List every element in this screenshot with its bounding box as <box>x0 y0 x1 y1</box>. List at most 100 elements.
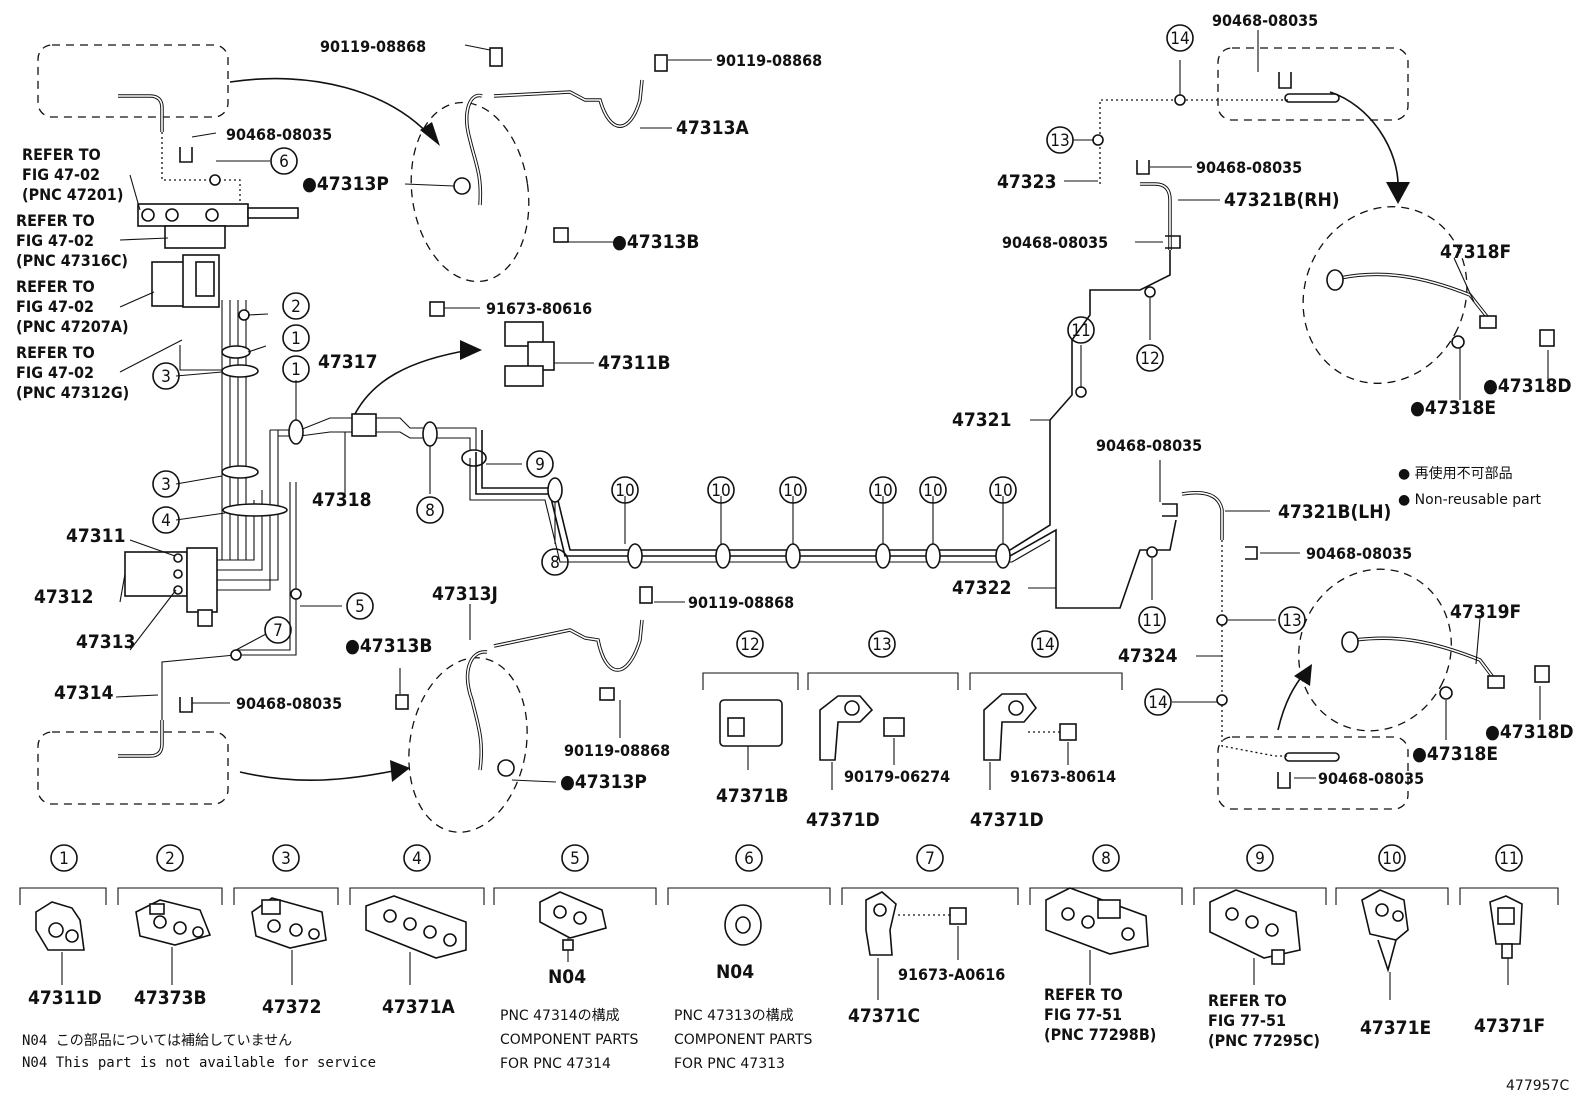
footnote-english: N04 This part is not available for servi… <box>22 1055 376 1071</box>
master-cylinder-block <box>124 203 299 627</box>
label-47318E-bottom: ●47318E <box>1412 743 1498 765</box>
detail-num-6: 6 <box>744 849 754 869</box>
detail-5-note-2: COMPONENT PARTS <box>500 1032 639 1048</box>
label-47311B: 47311B <box>598 352 671 374</box>
detail-10-part: 47371E <box>1360 1017 1431 1039</box>
label-47318D-top: ●47318D <box>1483 375 1572 397</box>
detail-1-part: 47311D <box>28 987 102 1009</box>
label-47314: 47314 <box>54 682 114 704</box>
callout-2: 2 <box>291 297 301 317</box>
label-47318F: 47318F <box>1440 241 1511 263</box>
callout-3b: 3 <box>161 475 171 495</box>
leader-lines <box>115 30 1549 783</box>
callout-13a: 13 <box>1050 131 1069 151</box>
label-47313P-bottom: ●47313P <box>560 771 647 793</box>
detail-9-refer-3: (PNC 77295C) <box>1208 1031 1320 1050</box>
outline-hoses <box>118 93 1340 762</box>
label-47313B-top: ●47313B <box>612 231 699 253</box>
callout-12: 12 <box>1140 349 1159 369</box>
label-47318D-bottom: ●47318D <box>1485 721 1574 743</box>
refer-note-3-line1: REFER TO <box>16 277 95 296</box>
right-rear-tubes <box>1092 94 1290 757</box>
refer-note-2-line2: FIG 47-02 <box>16 231 94 250</box>
label-47312: 47312 <box>34 586 93 608</box>
callout-14a: 14 <box>1170 29 1189 49</box>
label-47313B-bottom: ●47313B <box>345 635 432 657</box>
part-labels: 90119-08868 90119-08868 47313A ●47313P ●… <box>16 11 1574 793</box>
label-47318: 47318 <box>312 489 371 511</box>
callout-5: 5 <box>355 597 365 617</box>
label-90119-top-left: 90119-08868 <box>320 37 426 56</box>
label-91673-80614: 91673-80614 <box>1010 767 1116 786</box>
detail-7-bolt: 91673-A0616 <box>898 965 1005 984</box>
bottom-detail-row: 1 2 3 4 5 6 7 8 9 10 11 N04 N04 <box>19 844 1569 1094</box>
label-47313J: 47313J <box>432 583 498 605</box>
label-47313P-top: ●47313P <box>302 173 389 195</box>
u-clip-icons <box>179 72 1292 789</box>
callout-10f: 10 <box>993 481 1012 501</box>
detail-8-refer-3: (PNC 77298B) <box>1044 1025 1156 1044</box>
callout-10e: 10 <box>923 481 942 501</box>
detail-11-part: 47371F <box>1474 1015 1545 1037</box>
label-47322: 47322 <box>952 577 1011 599</box>
detail-7-part: 47371C <box>848 1005 920 1027</box>
detail-callout-12: 12 <box>740 635 759 655</box>
detail-4-part: 47371A <box>382 996 455 1018</box>
label-47371D-a: 47371D <box>806 809 880 831</box>
callout-7: 7 <box>273 621 283 641</box>
detail-5-note-1: PNC 47314の構成 <box>500 1008 620 1024</box>
detail-2-part: 47373B <box>134 987 207 1009</box>
callout-10d: 10 <box>873 481 892 501</box>
label-91673-80616: 91673-80616 <box>486 299 592 318</box>
legend-japanese: ● 再使用不可部品 <box>1398 465 1513 482</box>
detail-num-4: 4 <box>412 849 422 869</box>
refer-note-3-line2: FIG 47-02 <box>16 297 94 316</box>
refer-note-1-line3: (PNC 47201) <box>22 185 123 204</box>
detail-8-refer-1: REFER TO <box>1044 985 1123 1004</box>
detail-group-12-14: 12 13 14 47371B 90179-06274 47371D 91673… <box>702 630 1123 831</box>
label-47311: 47311 <box>66 525 125 547</box>
detail-6-note-2: COMPONENT PARTS <box>674 1032 813 1048</box>
label-47313: 47313 <box>76 631 135 653</box>
label-47323: 47323 <box>997 171 1056 193</box>
callout-11b: 11 <box>1142 611 1161 631</box>
label-90468-top-left: 90468-08035 <box>226 125 332 144</box>
detail-num-10: 10 <box>1382 849 1401 869</box>
number-callouts: 6 2 1 1 3 3 4 5 7 8 8 9 10 10 10 10 10 1… <box>152 24 1306 716</box>
label-47321: 47321 <box>952 409 1011 431</box>
footnote-japanese: N04 この部品については補給していません <box>22 1033 292 1049</box>
detail-6-note-3: FOR PNC 47313 <box>674 1056 785 1072</box>
label-90468-tr3: 90468-08035 <box>1002 233 1108 252</box>
refer-note-2-line3: (PNC 47316C) <box>16 251 128 270</box>
callout-4: 4 <box>161 511 171 531</box>
label-47321B-LH: 47321B(LH) <box>1278 501 1391 523</box>
label-47321B-RH: 47321B(RH) <box>1224 189 1340 211</box>
callout-9: 9 <box>535 455 545 475</box>
label-90468-mid-right: 90468-08035 <box>1096 436 1202 455</box>
detail-6-code: N04 <box>716 961 754 983</box>
detail-num-8: 8 <box>1101 849 1111 869</box>
callout-3a: 3 <box>161 367 171 387</box>
label-90468-tr2: 90468-08035 <box>1196 158 1302 177</box>
label-90468-mid-right-2: 90468-08035 <box>1306 544 1412 563</box>
label-47371D-b: 47371D <box>970 809 1044 831</box>
left-clamp-markers <box>209 174 487 661</box>
refer-note-4-line3: (PNC 47312G) <box>16 383 129 402</box>
callout-8b: 8 <box>550 553 560 573</box>
label-90468-top-right: 90468-08035 <box>1212 11 1318 30</box>
detail-ellipses <box>408 101 1468 833</box>
callout-13b: 13 <box>1282 611 1301 631</box>
callout-10a: 10 <box>615 481 634 501</box>
label-47313A: 47313A <box>676 117 749 139</box>
label-47371B: 47371B <box>716 785 789 807</box>
refer-note-4-line2: FIG 47-02 <box>16 363 94 382</box>
label-90119-top-right: 90119-08868 <box>716 51 822 70</box>
detail-num-11: 11 <box>1499 849 1518 869</box>
front-flex-hoses <box>395 47 668 777</box>
detail-6-note-1: PNC 47313の構成 <box>674 1008 794 1024</box>
label-47324: 47324 <box>1118 645 1178 667</box>
detail-callout-13: 13 <box>872 635 891 655</box>
detail-5-code: N04 <box>548 966 586 988</box>
